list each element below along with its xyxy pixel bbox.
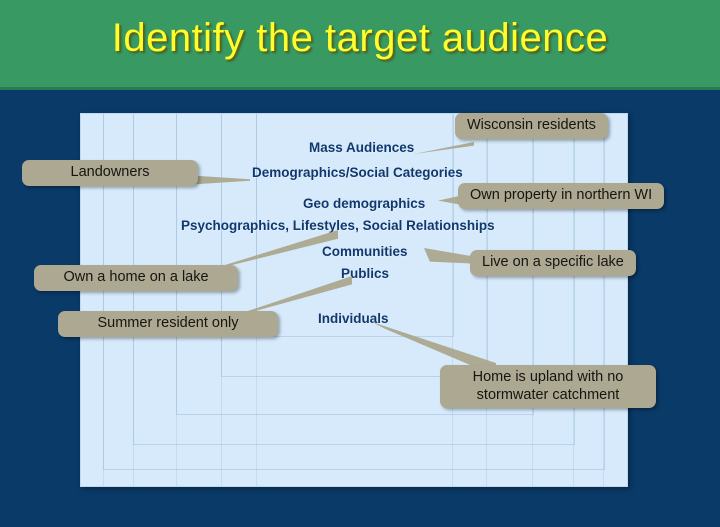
- funnel-vline-7: [486, 114, 487, 486]
- funnel-guide-1: [103, 114, 605, 470]
- funnel-vline-8: [532, 114, 533, 486]
- funnel-vline-5: [256, 114, 257, 486]
- callout-own-home-on-lake[interactable]: Own a home on a lake: [34, 265, 238, 291]
- callout-home-upland-stormwater[interactable]: Home is upland with no stormwater catchm…: [440, 365, 656, 409]
- callout-home-upland-line2: stormwater catchment: [476, 386, 620, 403]
- title-band: [0, 0, 720, 90]
- callout-landowners[interactable]: Landowners: [22, 160, 198, 186]
- pyramid-level-psychographics: Psychographics, Lifestyles, Social Relat…: [181, 218, 495, 233]
- funnel-vline-9: [573, 114, 574, 486]
- callout-live-on-specific-lake[interactable]: Live on a specific lake: [470, 250, 636, 276]
- funnel-vline-6: [452, 114, 453, 486]
- callout-summer-resident-only[interactable]: Summer resident only: [58, 311, 278, 337]
- callout-home-upland-line1: Home is upland with no: [472, 369, 624, 385]
- pyramid-level-communities: Communities: [322, 244, 408, 259]
- funnel-vline-10: [603, 114, 604, 486]
- funnel-guide-5: [256, 114, 454, 337]
- callout-own-property-northern-wi[interactable]: Own property in northern WI: [458, 183, 665, 209]
- landowners-tail: [184, 175, 250, 185]
- callout-wisconsin-residents[interactable]: Wisconsin residents: [455, 113, 608, 139]
- funnel-vline-3: [176, 114, 177, 486]
- funnel-vline-2: [133, 114, 134, 486]
- pyramid-level-publics: Publics: [341, 266, 390, 281]
- pyramid-level-demographics-social-categories: Demographics/Social Categories: [252, 165, 463, 180]
- funnel-vline-1: [103, 114, 104, 486]
- page-title: Identify the target audience: [111, 16, 609, 60]
- pyramid-level-geo-demographics: Geo demographics: [303, 196, 426, 211]
- pyramid-level-mass-audiences: Mass Audiences: [309, 140, 415, 155]
- pyramid-level-individuals: Individuals: [318, 311, 389, 326]
- funnel-guide-4: [221, 114, 488, 377]
- funnel-vline-4: [221, 114, 222, 486]
